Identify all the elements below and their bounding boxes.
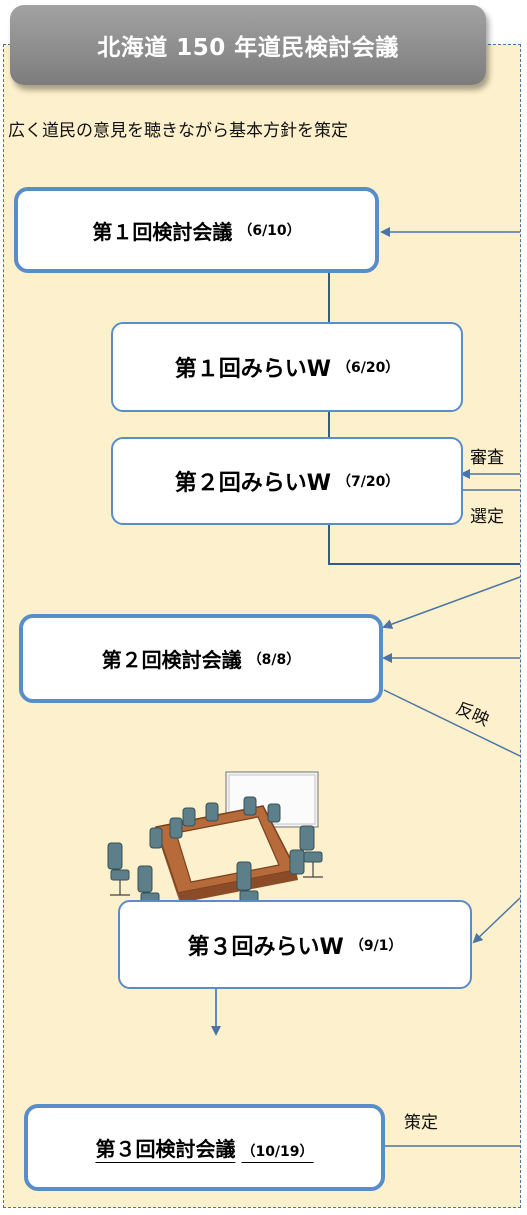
kentou-kaigi-1-label: 第１回検討会議 xyxy=(92,219,233,244)
mirai-w-3-label: 第３回みらいW xyxy=(187,934,344,960)
mirai-w-1-box: 第１回みらいW （6/20） xyxy=(111,322,463,412)
kentou-kaigi-3-text: 第３回検討会議 （10/19） xyxy=(95,1133,313,1162)
mirai-w-3-date: （9/1） xyxy=(349,937,403,954)
line-hanei xyxy=(383,689,521,757)
label-shinsa: 審査 xyxy=(470,448,504,468)
kentou-kaigi-2-date: （8/8） xyxy=(247,651,301,668)
meeting-table-icon xyxy=(107,771,323,919)
kentou-kaigi-3-box: 第３回検討会議 （10/19） xyxy=(24,1104,385,1191)
arrow-diagonal-to-kentou2 xyxy=(382,576,521,629)
page-title: 北海道 150 年道民検討会議 xyxy=(10,5,486,85)
kentou-kaigi-1-date: （6/10） xyxy=(238,223,301,239)
subtitle: 広く道民の意見を聴きながら基本方針を策定 xyxy=(8,121,348,141)
label-sakutei: 策定 xyxy=(404,1113,438,1133)
label-sentei: 選定 xyxy=(470,507,504,527)
mirai-w-2-label: 第２回みらいW xyxy=(174,471,331,496)
mirai-w-2-box: 第２回みらいW （7/20） xyxy=(111,437,463,525)
mirai-w-2-date: （7/20） xyxy=(336,474,400,490)
mirai-w-1-date: （6/20） xyxy=(336,360,400,376)
kentou-kaigi-2-box: 第２回検討会議 （8/8） xyxy=(19,614,383,703)
connector-m2-bracket xyxy=(328,524,520,565)
kentou-kaigi-3-date: （10/19） xyxy=(241,1144,314,1160)
mirai-w-3-box: 第３回みらいW （9/1） xyxy=(118,900,472,989)
mirai-w-1-label: 第１回みらいW xyxy=(174,357,331,382)
kentou-kaigi-1-box: 第１回検討会議 （6/10） xyxy=(14,187,379,273)
arrow-to-mirai3 xyxy=(472,897,521,944)
kentou-kaigi-3-label: 第３回検討会議 xyxy=(95,1137,236,1161)
kentou-kaigi-2-label: 第２回検討会議 xyxy=(101,648,242,672)
